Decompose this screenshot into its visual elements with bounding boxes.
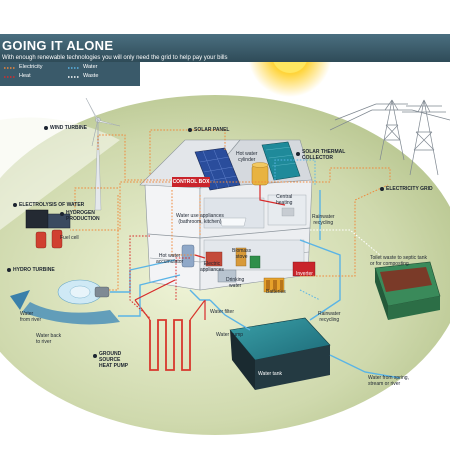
- label-water-from-river: Water from river: [20, 311, 42, 323]
- label-fuel-cell: Fuel cell: [60, 235, 79, 241]
- header-banner: [0, 0, 450, 62]
- heat-flows: [129, 235, 190, 319]
- label-rainwater-recycling-top: Rainwater recycling: [312, 214, 335, 226]
- legend-label-heat: Heat: [19, 73, 31, 79]
- ground-source-coil: [134, 299, 206, 371]
- label-water-pump: Water pump: [216, 332, 244, 338]
- callout-hydro-turbine: HYDRO TURBINE: [13, 267, 55, 273]
- label-toilet-waste: Toilet waste to septic tank or for compo…: [370, 255, 427, 267]
- callout-dot-wind: [44, 126, 48, 130]
- legend-band: [0, 62, 140, 86]
- solar-thermal-collector: [261, 141, 301, 181]
- electricity-pylons: [329, 99, 450, 176]
- label-hot-water-accumulator: Hot water accumulator: [156, 253, 184, 265]
- legend-label-waste: Waste: [83, 73, 99, 79]
- callout-dot-solar-thermal: [296, 152, 300, 156]
- label-inverter: Inverter: [296, 271, 313, 277]
- label-water-back-to-river: Water back to river: [36, 333, 62, 345]
- callout-dot-grid: [380, 187, 384, 191]
- wind-turbine: [85, 97, 121, 211]
- callout-solar-thermal: SOLAR THERMAL COLLECTOR: [302, 149, 346, 161]
- page-title: GOING IT ALONE: [2, 38, 114, 53]
- label-central-heating: Central heating: [276, 194, 293, 206]
- callout-dot-ground-source: [93, 354, 97, 358]
- water-tank-shape: [229, 317, 331, 390]
- callout-dot-electrolysis: [13, 203, 17, 207]
- hydro-turbine: [10, 279, 120, 325]
- hot-water-cylinder-shape: [251, 162, 269, 186]
- callout-ground-source: GROUND SOURCE HEAT PUMP: [99, 351, 129, 369]
- control-box: CONTROL BOX: [172, 177, 210, 187]
- legend-label-water: Water: [83, 64, 98, 70]
- callout-wind-turbine: WIND TURBINE: [50, 125, 87, 131]
- legend-label-electricity: Electricity: [19, 64, 43, 70]
- waste-flows: [310, 229, 381, 256]
- callout-dot-solar-panel: [188, 128, 192, 132]
- label-rainwater-recycling-bottom: Rainwater recycling: [318, 311, 341, 323]
- label-drinking-water: Drinking water: [226, 277, 245, 289]
- heat-pipes: [134, 185, 286, 320]
- electricity-flows: [70, 129, 391, 291]
- label-water-filter: Water filter: [210, 309, 234, 315]
- label-water-use-appliances: Water use appliances (bathroom, kitchen): [176, 213, 224, 225]
- equipment: [181, 244, 316, 293]
- label-electric-appliances: Electric appliances: [200, 261, 224, 273]
- callout-electrolysis: ELECTROLYSIS OF WATER: [19, 202, 85, 208]
- page-subtitle: With enough renewable technologies you w…: [2, 55, 228, 61]
- water-flows: [274, 159, 321, 301]
- callout-dot-hydrogen: [60, 212, 64, 216]
- callout-electricity-grid: ELECTRICITY GRID: [386, 186, 433, 192]
- hydrogen-equipment: [25, 209, 71, 249]
- septic-tank: [374, 261, 441, 320]
- callout-hydrogen: HYDROGEN PRODUCTION: [66, 210, 100, 222]
- label-hot-water-cylinder: Hot water cylinder: [236, 151, 258, 163]
- label-water-tank: Water tank: [258, 371, 282, 377]
- label-batteries: Batteries: [266, 289, 286, 295]
- label-biomass-stove: Biomass stove: [232, 248, 252, 260]
- callout-dot-hydro: [7, 268, 11, 272]
- callout-solar-panel: SOLAR PANEL: [194, 127, 230, 133]
- label-water-from-spring: Water from spring, stream or river: [368, 375, 409, 387]
